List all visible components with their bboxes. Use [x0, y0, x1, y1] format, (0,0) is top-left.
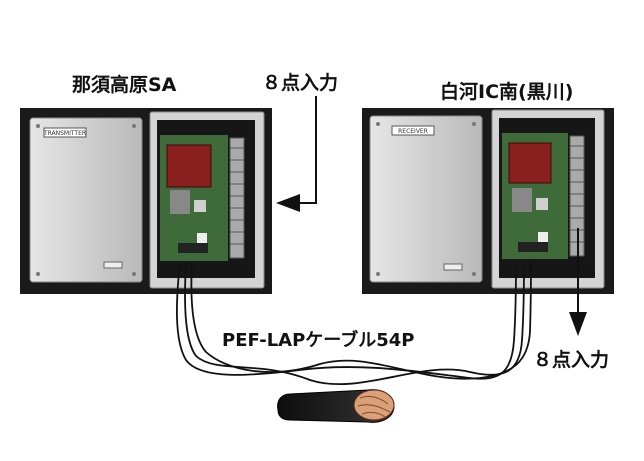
cable-cross-section [277, 389, 395, 423]
right-module [508, 142, 552, 184]
right-relay [536, 198, 548, 210]
right-output-arrowhead [569, 312, 587, 336]
left-input-label: ８点入力 [262, 72, 339, 94]
right-output-label: ８点入力 [533, 349, 610, 371]
left-panel-tag-text: TRANSMITTER [43, 130, 86, 137]
left-unit-photo: TRANSMITTER [20, 108, 272, 294]
right-door-screw-br [472, 272, 476, 276]
right-door-screw-bl [376, 272, 380, 276]
left-door-small-label [103, 261, 123, 269]
left-panel-tag [43, 127, 87, 138]
right-fuse [538, 232, 548, 246]
right-site-name: 白河IC南(黒川) [440, 81, 574, 103]
cable-label: PEF-LAPケーブル54P [222, 330, 415, 351]
right-door-screw-tl [376, 122, 380, 126]
left-site-name: 那須高原SA [72, 74, 177, 96]
cable-conductor-bundle [353, 389, 395, 421]
right-door-small-label [443, 263, 463, 271]
left-fuse [197, 233, 207, 247]
left-transformer [170, 190, 190, 214]
left-door-screw-tr [132, 124, 136, 128]
right-panel-tag-text: RECEIVER [398, 128, 428, 135]
left-enclosure-door [29, 117, 143, 283]
right-enclosure-door [369, 115, 483, 283]
left-relay [194, 200, 206, 212]
left-door-screw-bl [36, 272, 40, 276]
left-terminal-bottom [178, 243, 208, 253]
left-input-arrow [300, 96, 317, 204]
left-terminal-block [229, 137, 245, 259]
left-door-screw-tl [36, 124, 40, 128]
right-terminal-bottom [518, 242, 548, 252]
left-door-screw-br [132, 272, 136, 276]
right-transformer [512, 188, 532, 212]
right-panel-tag [391, 125, 435, 136]
right-door-screw-tr [472, 122, 476, 126]
cable-wires [176, 261, 532, 386]
left-module [166, 144, 212, 188]
left-input-arrowhead [276, 194, 300, 212]
right-unit-photo: RECEIVER [362, 108, 614, 294]
